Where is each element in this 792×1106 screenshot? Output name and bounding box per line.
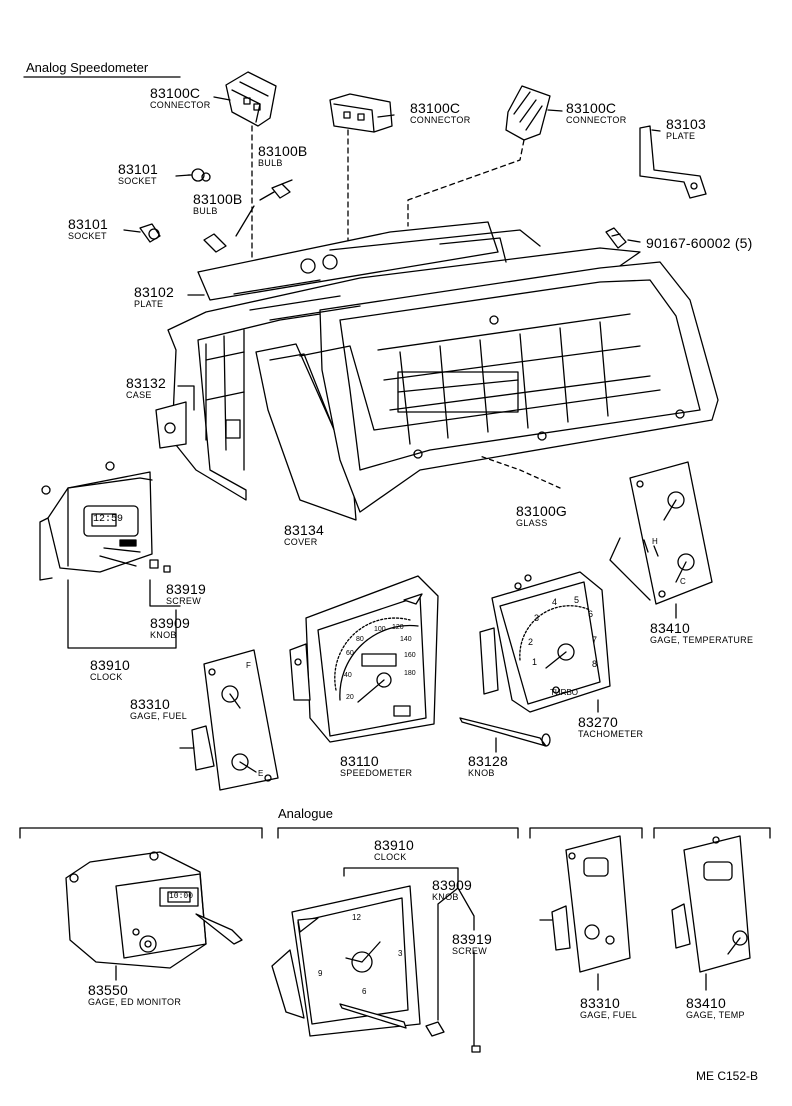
connector-2-drawing	[329, 93, 393, 133]
clock-1-drawing	[39, 461, 171, 581]
clock-2-num: 12	[352, 913, 361, 922]
speedo-num: 80	[356, 636, 364, 643]
gage-fuel-1-drawing	[179, 649, 279, 791]
section-brackets	[19, 827, 771, 839]
speedo-num: 40	[344, 672, 352, 679]
cluster-housing-drawing	[155, 221, 719, 521]
bulb-2-drawing	[203, 233, 227, 253]
gauge-mark-f: F	[246, 661, 251, 670]
plate-83103-drawing	[639, 125, 707, 199]
connector-3-leader	[407, 139, 525, 227]
tach-num: 5	[574, 595, 580, 605]
socket-2-drawing	[139, 223, 161, 243]
clock-2-num: 6	[362, 987, 367, 996]
knob-2-drawing	[425, 1021, 445, 1037]
bolt-drawing	[605, 227, 627, 249]
section-title-analogue: Analogue	[278, 806, 333, 821]
socket-1-drawing	[187, 168, 211, 182]
section-title: Analog Speedometer	[26, 60, 149, 75]
speedo-num: 140	[400, 636, 412, 643]
clock-1-display: 12:59	[93, 514, 124, 525]
gauge-mark-c: C	[680, 577, 686, 586]
speedo-num: 180	[404, 670, 416, 677]
ed-monitor-drawing	[65, 851, 243, 969]
callout-bolt: 90167-60002 (5)	[646, 235, 753, 251]
tach-num: 4	[552, 597, 558, 607]
tacho-brand: TURBO	[550, 688, 578, 697]
tach-num: 7	[592, 635, 598, 645]
tach-num: 6	[588, 609, 594, 619]
speedo-num: 60	[346, 650, 354, 657]
ed-monitor-display: 10:00	[169, 892, 194, 901]
clock-2-drawing	[271, 885, 421, 1037]
tach-num: 1	[532, 657, 538, 667]
drawing-code: ME C152-B	[696, 1069, 759, 1083]
tach-num: 3	[534, 613, 540, 623]
clock-2-num: 9	[318, 969, 323, 978]
connector-3-drawing	[505, 85, 551, 141]
clock-2-num: 3	[398, 949, 403, 958]
knob-tach-drawing	[459, 717, 551, 747]
bulb-1-drawing	[271, 179, 293, 199]
label-leaders	[123, 96, 661, 411]
speedo-num: 100	[374, 626, 386, 633]
tach-num: 2	[528, 637, 534, 647]
tach-num: 8	[592, 659, 598, 669]
speedometer-drawing	[289, 575, 439, 743]
gage-fuel-2-drawing	[539, 835, 631, 973]
gage-temp-2-drawing	[671, 835, 751, 973]
speedo-num: 120	[392, 624, 404, 631]
gauge-mark-h: H	[652, 537, 658, 546]
gage-temp-1-drawing	[609, 461, 713, 605]
gauge-mark-e: E	[258, 769, 264, 778]
clock-2-bracket	[343, 867, 475, 1047]
clock-1-bracket	[67, 579, 181, 649]
speedo-num: 160	[404, 652, 416, 659]
screw-2-drawing	[471, 1045, 481, 1053]
speedo-num: 20	[346, 694, 354, 701]
connector-1-drawing	[225, 71, 277, 127]
glass-leader	[479, 455, 561, 489]
tachometer-drawing	[479, 571, 611, 713]
